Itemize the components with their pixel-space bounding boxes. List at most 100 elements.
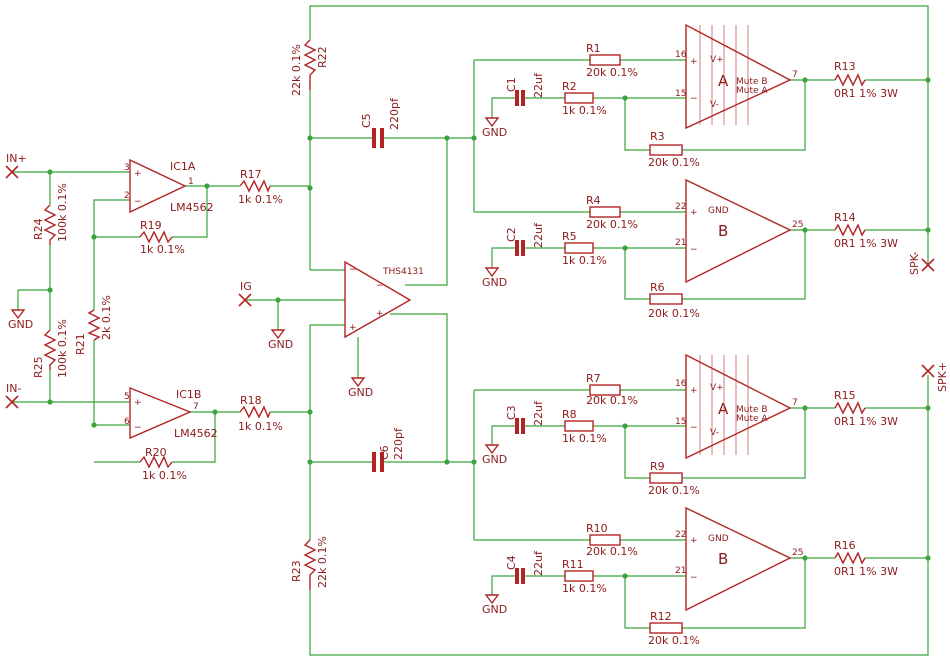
svg-text:R21: R21 <box>74 333 87 355</box>
svg-text:16: 16 <box>675 50 687 60</box>
svg-text:Mute B: Mute B <box>736 405 768 415</box>
svg-text:7: 7 <box>193 402 199 412</box>
svg-text:22: 22 <box>675 530 686 540</box>
capacitor-c3: C3 22uf <box>505 400 545 434</box>
resistor-r22: R22 22k 0.1% <box>290 39 329 96</box>
svg-text:+: + <box>690 536 698 546</box>
svg-text:GND: GND <box>708 534 729 544</box>
svg-text:1k 0.1%: 1k 0.1% <box>238 193 283 206</box>
svg-text:IC1B: IC1B <box>176 388 201 401</box>
svg-text:V+: V+ <box>710 55 724 65</box>
svg-text:V+: V+ <box>710 383 724 393</box>
svg-text:IC1A: IC1A <box>170 160 196 173</box>
svg-text:+: + <box>134 169 142 179</box>
svg-text:22k 0.1%: 22k 0.1% <box>290 44 303 96</box>
svg-text:7: 7 <box>792 398 798 408</box>
port-spk-plus[interactable]: SPK+ <box>921 362 949 392</box>
svg-text:1k 0.1%: 1k 0.1% <box>238 420 283 433</box>
svg-text:C6: C6 <box>378 445 391 460</box>
opamp-ic1a: +− 3 2 1 IC1A LM4562 <box>124 158 214 214</box>
svg-text:100k 0.1%: 100k 0.1% <box>56 183 69 242</box>
svg-text:22uf: 22uf <box>532 222 545 248</box>
port-in-minus-label: IN- <box>6 382 21 395</box>
svg-text:R5: R5 <box>562 230 577 243</box>
svg-text:GND: GND <box>482 453 507 466</box>
svg-text:25: 25 <box>792 220 803 230</box>
resistor-r4: R4 20k 0.1% <box>586 194 638 231</box>
svg-text:3: 3 <box>124 163 130 173</box>
svg-text:C5: C5 <box>360 113 373 128</box>
svg-text:1k 0.1%: 1k 0.1% <box>562 432 607 445</box>
capacitor-c4: C4 22uf <box>505 550 545 584</box>
port-in-plus-label: IN+ <box>6 152 27 165</box>
svg-text:GND: GND <box>8 318 33 331</box>
svg-text:A: A <box>718 400 729 418</box>
junctions <box>47 77 931 579</box>
svg-text:+: + <box>134 398 142 408</box>
port-spk-minus[interactable]: SPK- <box>908 251 935 275</box>
svg-text:22: 22 <box>675 202 686 212</box>
capacitor-c5: C5 220pf <box>360 97 401 148</box>
svg-text:R12: R12 <box>650 610 672 623</box>
port-ig[interactable]: IG <box>238 280 252 307</box>
svg-text:R15: R15 <box>834 389 856 402</box>
svg-text:20k 0.1%: 20k 0.1% <box>586 545 638 558</box>
svg-text:1: 1 <box>188 177 194 187</box>
svg-text:R14: R14 <box>834 211 856 224</box>
svg-text:A: A <box>718 72 729 90</box>
svg-text:16: 16 <box>675 379 687 389</box>
gnd-icon: GND <box>482 594 507 616</box>
port-in-minus[interactable]: IN- <box>5 382 21 409</box>
svg-text:R9: R9 <box>650 460 665 473</box>
svg-text:+: + <box>690 386 698 396</box>
svg-text:25: 25 <box>792 548 803 558</box>
svg-text:R24: R24 <box>32 218 45 240</box>
svg-text:R1: R1 <box>586 42 601 55</box>
svg-text:R4: R4 <box>586 194 601 207</box>
opamp-ic1b: +− 5 6 7 IC1B LM4562 <box>124 386 218 440</box>
svg-text:22uf: 22uf <box>532 550 545 576</box>
svg-text:R6: R6 <box>650 281 665 294</box>
svg-text:C1: C1 <box>505 77 518 92</box>
svg-text:R23: R23 <box>290 560 303 582</box>
svg-text:+: + <box>349 323 357 333</box>
svg-text:−: − <box>134 423 142 433</box>
svg-text:20k 0.1%: 20k 0.1% <box>648 484 700 497</box>
svg-text:Mute B: Mute B <box>736 77 768 87</box>
svg-text:−: − <box>349 265 357 275</box>
svg-text:20k 0.1%: 20k 0.1% <box>586 218 638 231</box>
svg-text:2k 0.1%: 2k 0.1% <box>100 295 113 340</box>
resistor-r25: R25 100k 0.1% <box>32 319 69 378</box>
diff-amp-ths4131: −+ −+ THS4131 <box>344 260 424 339</box>
svg-text:GND: GND <box>482 603 507 616</box>
svg-text:100k 0.1%: 100k 0.1% <box>56 319 69 378</box>
port-in-plus[interactable]: IN+ <box>5 152 27 179</box>
svg-text:22uf: 22uf <box>532 72 545 98</box>
svg-text:V-: V- <box>710 100 719 110</box>
svg-text:20k 0.1%: 20k 0.1% <box>648 156 700 169</box>
svg-text:+: + <box>376 309 384 319</box>
svg-text:−: − <box>690 94 698 104</box>
ground-symbols: GND GND GND GND GND GND GND <box>8 117 507 616</box>
resistor-r24: R24 100k 0.1% <box>32 183 69 245</box>
svg-text:20k 0.1%: 20k 0.1% <box>648 634 700 647</box>
svg-text:2: 2 <box>124 191 130 201</box>
svg-text:R7: R7 <box>586 372 601 385</box>
capacitor-c2: C2 22uf <box>505 222 545 256</box>
port-spk-plus-label: SPK+ <box>936 362 949 392</box>
svg-text:C4: C4 <box>505 555 518 570</box>
svg-text:R16: R16 <box>834 539 856 552</box>
gnd-icon: GND <box>348 377 373 399</box>
capacitor-c1: C1 22uf <box>505 72 545 106</box>
resistor-r12: R12 20k 0.1% <box>648 610 700 647</box>
